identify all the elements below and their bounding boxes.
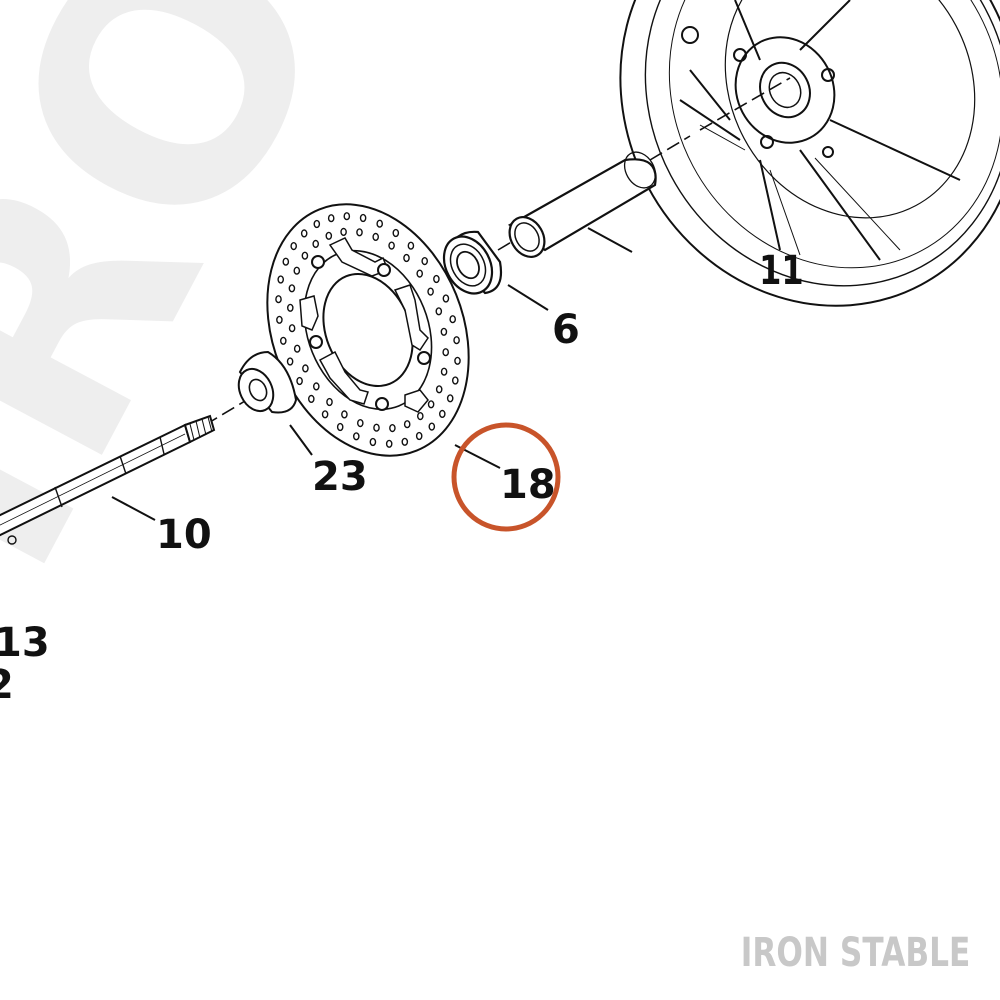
disc-vent-hole bbox=[301, 251, 309, 260]
disc-vent-hole bbox=[446, 394, 454, 403]
callout-11: 11 bbox=[759, 246, 804, 293]
disc-vent-hole bbox=[356, 228, 363, 237]
callout-13: 13 bbox=[0, 620, 50, 666]
disc-vent-hole bbox=[438, 409, 446, 419]
disc-vent-hole bbox=[286, 303, 294, 312]
callout-10: 10 bbox=[156, 512, 212, 558]
disc-vent-hole bbox=[435, 385, 443, 394]
disc-vent-hole bbox=[388, 241, 395, 250]
wheel-axle bbox=[0, 414, 216, 545]
disc-vent-hole bbox=[302, 364, 309, 373]
disc-vent-hole bbox=[275, 295, 282, 304]
disc-vent-hole bbox=[288, 284, 296, 293]
disc-vent-hole bbox=[340, 227, 347, 237]
disc-vent-hole bbox=[356, 419, 364, 428]
disc-vent-hole bbox=[326, 397, 333, 407]
disc-vent-hole bbox=[407, 241, 415, 250]
disc-vent-hole bbox=[336, 422, 344, 432]
disc-vent-hole bbox=[385, 439, 393, 448]
disc-vent-hole bbox=[325, 231, 333, 240]
disc-vent-hole bbox=[288, 324, 296, 333]
disc-vent-hole bbox=[327, 214, 335, 223]
disc-vent-hole bbox=[359, 213, 367, 223]
disc-vent-hole bbox=[440, 327, 448, 336]
disc-vent-hole bbox=[376, 219, 384, 228]
disc-vent-hole bbox=[451, 376, 459, 385]
callout-2: 2 bbox=[0, 662, 14, 708]
disc-vent-hole bbox=[392, 228, 400, 238]
disc-vent-hole bbox=[415, 431, 423, 441]
disc-vent-hole bbox=[277, 275, 285, 284]
disc-vent-hole bbox=[454, 356, 461, 365]
wheel-bearing bbox=[442, 230, 503, 295]
disc-vent-hole bbox=[296, 376, 303, 386]
disc-vent-hole bbox=[276, 315, 283, 324]
callout-6: 6 bbox=[552, 307, 580, 353]
disc-vent-hole bbox=[286, 357, 294, 366]
disc-vent-hole bbox=[401, 437, 409, 446]
disc-vent-hole bbox=[416, 412, 424, 421]
highlight-ring bbox=[451, 422, 561, 532]
disc-vent-hole bbox=[352, 432, 360, 441]
disc-vent-hole bbox=[442, 348, 450, 357]
disc-vent-hole bbox=[300, 229, 308, 238]
disc-vent-hole bbox=[449, 315, 457, 324]
disc-vent-hole bbox=[312, 239, 320, 249]
disc-vent-hole bbox=[403, 253, 410, 263]
disc-vent-hole bbox=[403, 420, 411, 429]
disc-vent-hole bbox=[427, 400, 435, 409]
callout-23: 23 bbox=[312, 454, 368, 500]
axle-spacer bbox=[507, 151, 657, 258]
disc-vent-hole bbox=[341, 410, 348, 419]
wheel-rim bbox=[619, 0, 1000, 307]
disc-vent-hole bbox=[427, 287, 434, 296]
disc-vent-hole bbox=[440, 367, 448, 376]
disc-vent-hole bbox=[373, 423, 380, 432]
disc-vent-holes bbox=[275, 212, 461, 448]
disc-vent-hole bbox=[307, 394, 315, 404]
disc-vent-hole bbox=[343, 212, 351, 221]
disc-vent-hole bbox=[321, 410, 329, 419]
disc-vent-hole bbox=[312, 382, 320, 391]
brake-disc bbox=[266, 203, 470, 457]
disc-vent-hole bbox=[290, 242, 298, 251]
brand-logo: IRON STABLE bbox=[740, 930, 970, 976]
disc-vent-hole bbox=[372, 232, 380, 242]
disc-vent-hole bbox=[282, 257, 290, 266]
leader-lines bbox=[111, 227, 633, 521]
disc-vent-hole bbox=[442, 294, 450, 303]
disc-vent-hole bbox=[435, 307, 443, 316]
disc-vent-hole bbox=[433, 274, 440, 284]
disc-vent-hole bbox=[313, 219, 321, 229]
disc-vent-hole bbox=[293, 266, 301, 275]
disc-vent-hole bbox=[279, 336, 287, 345]
disc-vent-hole bbox=[389, 424, 396, 433]
disc-spacer bbox=[237, 350, 298, 414]
disc-vent-hole bbox=[416, 269, 424, 278]
disc-vent-hole bbox=[293, 344, 301, 353]
callout-18: 18 bbox=[500, 462, 556, 508]
disc-vent-hole bbox=[369, 437, 377, 447]
disc-vent-hole bbox=[421, 257, 429, 266]
callout-labels: 11 6 18 23 10 13 2 bbox=[0, 246, 804, 708]
disc-vent-hole bbox=[453, 336, 460, 345]
disc-vent-hole bbox=[428, 422, 436, 431]
